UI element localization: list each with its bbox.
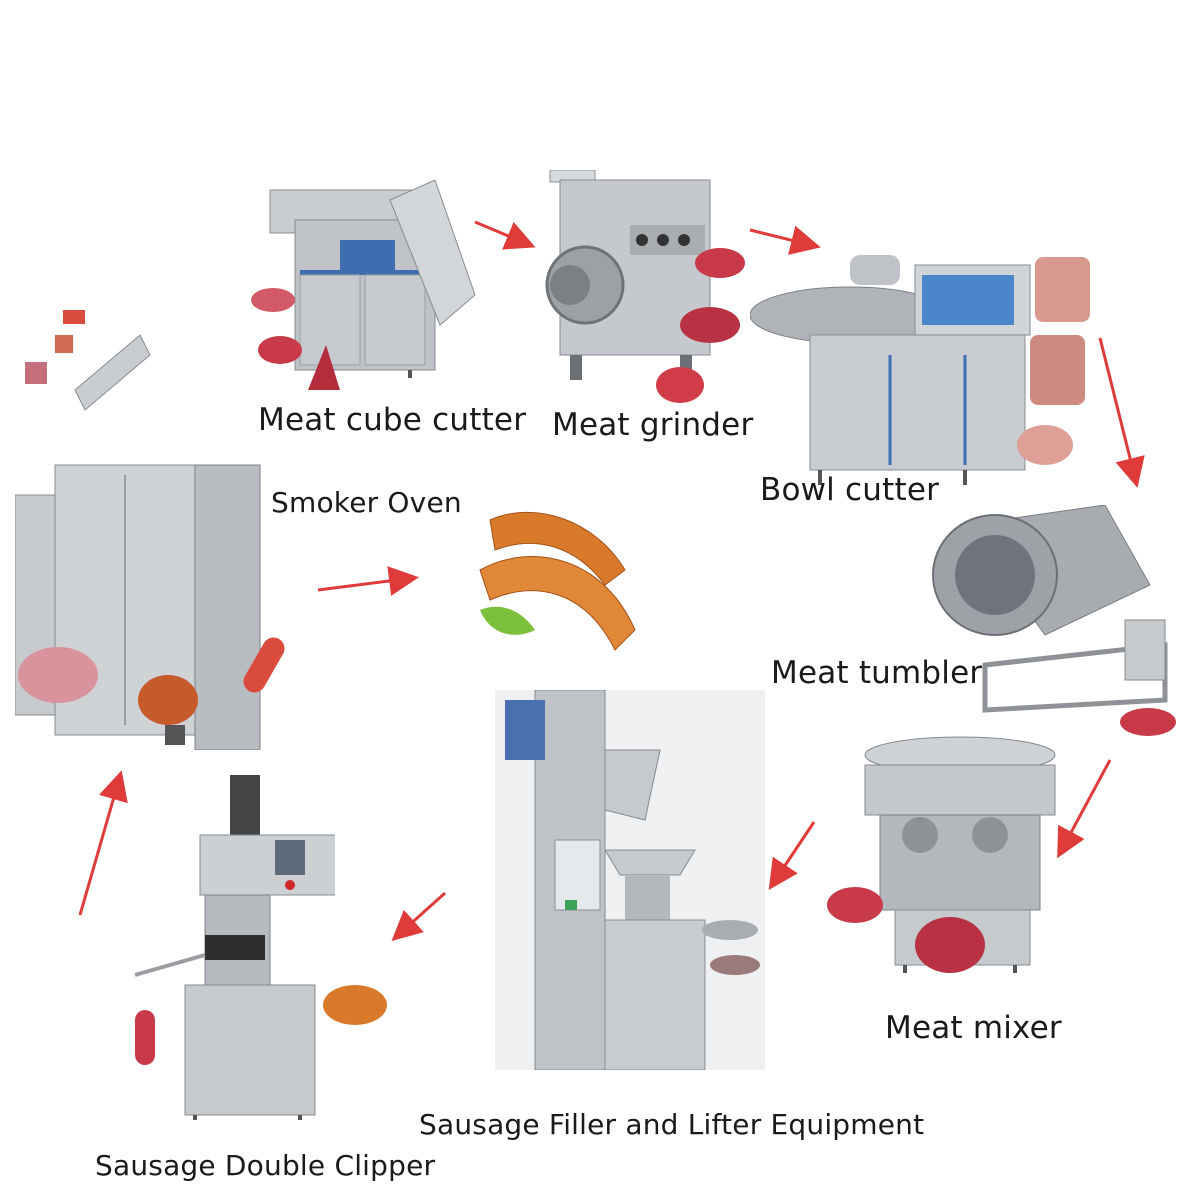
- mixer-meat-pile: [827, 887, 985, 973]
- label-bowl-cutter: Bowl cutter: [760, 472, 940, 508]
- sausage-double-clipper-machine: [135, 775, 335, 1120]
- label-meat-cube-cutter: Meat cube cutter: [258, 402, 527, 438]
- label-sausage-double-clipper: Sausage Double Clipper: [95, 1149, 436, 1182]
- ground-meat-pile: [656, 248, 745, 403]
- arrow-oven-to-product: [317, 566, 419, 596]
- oven-cart-tray: [25, 310, 151, 411]
- arrow-grinder-to-bowl: [749, 225, 821, 255]
- cube-meat-pile: [251, 288, 340, 390]
- label-meat-tumbler: Meat tumbler: [771, 655, 983, 691]
- sausage-filler-machine: [495, 690, 765, 1070]
- meat-tumbler-machine: [932, 505, 1168, 713]
- arrow-bowl-to-tumbler: [1098, 337, 1145, 488]
- label-smoker-oven: Smoker Oven: [271, 486, 462, 519]
- label-sausage-filler: Sausage Filler and Lifter Equipment: [419, 1108, 925, 1141]
- arrow-filler-to-clipper: [391, 891, 447, 942]
- grilled-sausage-product: [479, 511, 636, 651]
- meat-cube-cutter-machine: [269, 179, 476, 378]
- paste-meat-pile: [1017, 257, 1090, 465]
- label-meat-grinder: Meat grinder: [552, 407, 754, 443]
- tumbler-sausage-pile: [1120, 708, 1176, 736]
- arrow-mixer-to-filler: [768, 821, 816, 890]
- arrow-cube-to-grinder: [474, 220, 536, 250]
- arrow-clipper-to-oven: [78, 770, 128, 916]
- label-meat-mixer: Meat mixer: [885, 1010, 1062, 1046]
- oven-sausage-pile: [18, 637, 285, 725]
- arrow-tumbler-to-mixer: [1057, 759, 1112, 859]
- clipper-sausage-pile: [135, 985, 387, 1065]
- bowl-cutter-machine: [750, 255, 1031, 485]
